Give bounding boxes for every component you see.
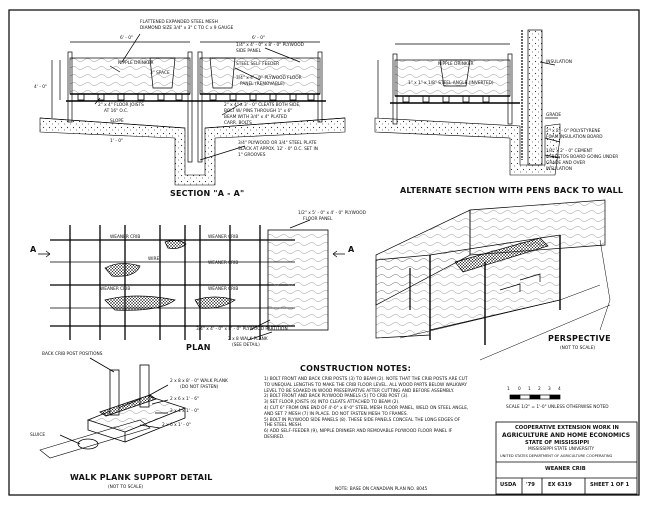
label-floor-joists-2: AT 16" O.C. (104, 109, 129, 114)
scale-tick-2: 1 (528, 387, 531, 392)
label-weaner-crib-2: WEANER CRIB (208, 235, 239, 240)
label-block-1: 2 x 6 x 1' - 6" (170, 397, 199, 402)
label-wire: WIRE (148, 257, 160, 262)
label-walk-plank: 2 x 8 WALK PLANK (228, 337, 268, 342)
label-polystyrene: 2" x 2' - 0" POLYSTYRENE (546, 129, 601, 134)
label-floor-panel: 3/4" x 4' - 0" PLYWOOD FLOOR (236, 76, 302, 81)
label-cleats-4: CARR. BOLTS (224, 121, 252, 126)
dim-top-left: 6' - 0" (120, 36, 133, 41)
label-block-2: 2 x 4 x 1' - 0" (170, 409, 199, 414)
label-space: 3" SPACE (150, 71, 170, 76)
label-weaner-crib-4: WEANER CRIB (208, 287, 239, 292)
footnote: NOTE: BASE ON CANADIAN PLAN NO. 8045 (335, 487, 428, 492)
section-marker-left: A (30, 245, 37, 254)
label-plywood-floor: 1/2" x 5' - 0" x 4' - 0" PLYWOOD (298, 211, 366, 216)
tb-line2: AGRICULTURE AND HOME ECONOMICS (502, 432, 631, 439)
label-grade: GRADE (546, 113, 562, 118)
label-plywood-floor-2: FLOOR PANEL (303, 217, 333, 222)
label-partition: 3/4" x 4' - 0" x 8' - 0" PLYWOOD PARTITI… (196, 327, 288, 332)
scale-tick-4: 3 (548, 387, 551, 392)
label-back-crib-posts: BACK CRIB POST POSITIONS (42, 352, 103, 357)
dim-left-height: 4' - 0" (34, 85, 47, 90)
tb-sheet: SHEET 1 OF 1 (590, 482, 630, 488)
label-cleats-2: BOLT W/ PINS THROUGH 1" x 6" (224, 109, 293, 114)
title-block (495, 421, 638, 495)
dim-top-right: 6' - 0" (252, 36, 265, 41)
perspective-scale-note: (NOT TO SCALE) (560, 346, 596, 351)
perspective-title: PERSPECTIVE (548, 334, 611, 343)
label-cleats-3: BEAM WITH 3/4" x 4" PLATED (224, 115, 287, 120)
label-cement-4: INSULATION (546, 167, 572, 172)
tb-drawing-title: WEANER CRIB (545, 466, 586, 472)
label-cement-3: GRADE AND OVER (546, 161, 586, 166)
label-slope: SLOPE (110, 119, 124, 124)
label-floor-joists: 2" x 4" FLOOR JOISTS (98, 103, 144, 108)
scale-tick-3: 2 (538, 387, 541, 392)
scale-tick-0: 1 (507, 387, 510, 392)
label-walk-plank-2: (SEE DETAIL) (232, 343, 260, 348)
label-plywood-side: 1/4" x 4' - 0" x 8' - 0" PLYWOOD (236, 43, 304, 48)
plan-drawing (38, 219, 345, 341)
label-block-3: 2 x 6 x 1' - 0" (162, 423, 191, 428)
label-sluice: SLUICE (30, 433, 46, 438)
walk-plank-title: WALK PLANK SUPPORT DETAIL (70, 473, 213, 482)
label-plywood-slat: 3/4" PLYWOOD OR 3/4" STEEL PLATE (238, 141, 317, 146)
section-aa-drawing (39, 33, 346, 186)
note-3: 3) SET FLOOR JOISTS (6) INTO CLEATS ATTA… (264, 400, 400, 406)
tb-line4: MISSISSIPPI STATE UNIVERSITY (528, 447, 595, 452)
tb-line5: UNITED STATES DEPARTMENT OF AGRICULTURE … (500, 454, 613, 458)
dim-small: 1' - 0" (110, 139, 123, 144)
tb-year: '79 (526, 482, 535, 488)
scale-bar (509, 394, 561, 400)
label-plywood-slat-3: 1" GROOVES (238, 153, 266, 158)
note-5: 5) BOLT IN PLYWOOD SIDE PANELS (8). THES… (264, 417, 461, 429)
alternate-section-title: ALTERNATE SECTION WITH PENS BACK TO WALL (400, 186, 624, 195)
tb-plan-number: EX 6319 (548, 482, 572, 488)
label-plywood-side-2: SIDE PANEL (236, 49, 261, 54)
note-6: 6) ADD SELF-FEEDER (9), NIPPLE DRINKER A… (264, 429, 453, 440)
label-nipple-drinker-right: NIPPLE DRINKER (438, 62, 474, 67)
label-weaner-crib-5: WEANER CRIB (208, 261, 239, 266)
label-steel-feeder: STEEL SELF FEEDER (236, 62, 280, 67)
label-cleats: 2" x 4" x 3' - 0" CLEATS BOTH SIDE, (224, 103, 301, 108)
section-aa-title: SECTION "A - A" (170, 189, 245, 198)
construction-notes-title: CONSTRUCTION NOTES: (300, 364, 412, 373)
label-expanded-mesh-2: DIAMOND SIZE 3/4" x 3" C TO C x 9 GAUGE (140, 26, 234, 31)
scale-tick-5: 4 (558, 387, 561, 392)
alternate-section-drawing (374, 29, 561, 176)
tb-line3: STATE OF MISSISSIPPI (525, 440, 590, 446)
scale-label: SCALE 1/2" = 1'-0" UNLESS OTHERWISE NOTE… (506, 405, 609, 410)
perspective-drawing (375, 199, 611, 361)
note-4: 4) CUT 6" FROM ONE END OF 4'-0" x 8'-0" … (264, 405, 469, 417)
label-cement-2: ASBESTOS BOARD GOING UNDER (546, 155, 619, 160)
walk-plank-scale-note: (NOT TO SCALE) (108, 485, 144, 490)
label-floor-panel-2: PANEL (REMOVABLE) (240, 82, 285, 87)
scale-tick-1: 0 (518, 387, 521, 392)
label-expanded-mesh: FLATTENED EXPANDED STEEL MESH (140, 20, 218, 25)
tb-org: USDA (500, 482, 517, 488)
label-weaner-crib-3: WEANER CRIB (100, 287, 131, 292)
label-walk-plank-detail: 2 x 8 x 8' - 0" WALK PLANK (170, 379, 228, 384)
label-nipple-drinker: NIPPLE DRINKER (118, 61, 154, 66)
label-walk-plank-detail-2: (DO NOT FASTEN) (180, 385, 219, 390)
label-cement: 1/4" x 2' - 0" CEMENT (546, 149, 593, 154)
walk-plank-drawing (39, 357, 187, 459)
label-insulation: INSULATION (546, 60, 572, 65)
section-marker-right: A (348, 245, 355, 254)
note-1: 1) BOLT FRONT AND BACK CRIB POSTS (3) TO… (264, 377, 468, 394)
label-plywood-slat-2: SLACK AT APPOX. 12' - 0" O.C. SET IN (238, 147, 318, 152)
note-2: 2) BOLT FRONT AND BACK PLYWOOD PANELS (5… (264, 394, 409, 400)
plan-title: PLAN (186, 343, 211, 352)
label-polystyrene-2: FOAM INSULATION BOARD (546, 135, 603, 140)
tb-line1: COOPERATIVE EXTENSION WORK IN (515, 425, 619, 431)
label-angle-inverted: 1" x 1" x 1/8" STEEL ANGLE (INVERTED) (408, 81, 494, 86)
label-weaner-crib-1: WEANER CRIB (110, 235, 141, 240)
sheet-border (8, 9, 640, 496)
construction-notes: 1) BOLT FRONT AND BACK CRIB POSTS (3) TO… (264, 377, 469, 441)
